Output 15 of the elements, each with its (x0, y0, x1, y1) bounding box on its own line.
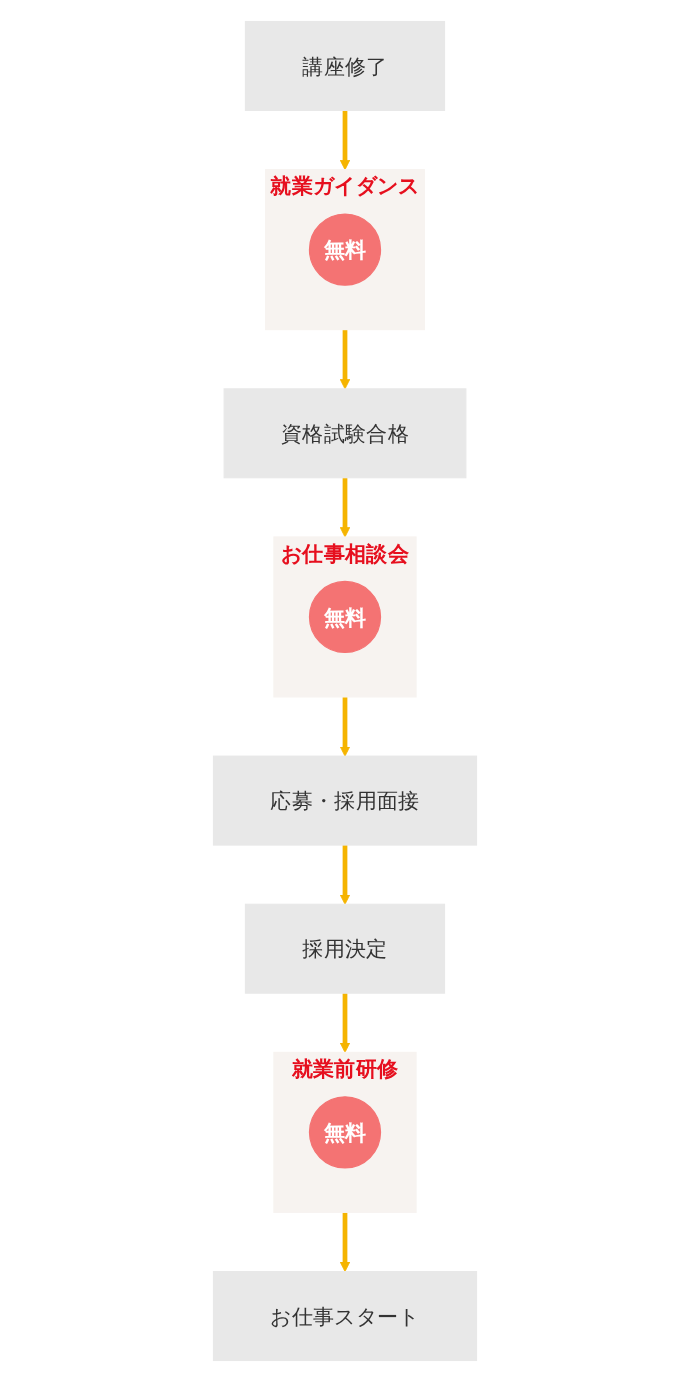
node-box: 講座修了 (244, 20, 446, 111)
arrow (339, 696, 351, 757)
node-box: 応募・採用面接 (212, 755, 478, 846)
node-circle: 無料 (308, 1095, 382, 1168)
arrow (339, 844, 351, 905)
node-box: 採用決定 (244, 903, 446, 994)
node-circle: 無料 (308, 580, 382, 653)
arrow (339, 329, 351, 389)
node-circle: 無料 (308, 213, 382, 286)
arrow (339, 992, 351, 1053)
arrow (339, 109, 351, 170)
node-box: お仕事スタート (212, 1270, 478, 1361)
node-box: 資格試験合格 (223, 387, 467, 478)
arrow (339, 1211, 351, 1272)
arrow (339, 477, 351, 537)
